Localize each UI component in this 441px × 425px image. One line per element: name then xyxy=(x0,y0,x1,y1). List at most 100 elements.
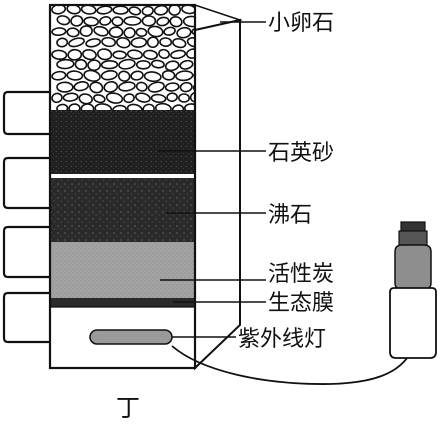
pebble xyxy=(100,69,118,81)
pebble xyxy=(70,15,84,27)
side-pipe-4 xyxy=(2,291,50,344)
pebble xyxy=(169,16,183,28)
pebble xyxy=(56,15,71,26)
pebble xyxy=(170,49,187,60)
pebble xyxy=(150,59,165,69)
pebble xyxy=(99,16,112,26)
bottle-cap-band xyxy=(398,230,428,246)
pebble xyxy=(83,16,100,27)
pebble xyxy=(141,5,154,17)
pebble xyxy=(79,25,93,37)
pebble xyxy=(168,5,181,16)
quartz-sand-layer xyxy=(50,110,195,174)
pebble xyxy=(182,15,195,28)
pebble xyxy=(89,81,104,94)
pebble xyxy=(130,70,144,81)
pebble xyxy=(101,36,117,48)
pebble xyxy=(112,104,127,110)
pebble xyxy=(51,5,67,15)
pebble xyxy=(178,93,190,103)
pebble xyxy=(175,70,194,82)
pebble xyxy=(159,37,173,48)
pebble xyxy=(78,93,93,105)
pebble xyxy=(164,60,180,72)
pebble xyxy=(146,36,160,49)
pebble xyxy=(128,6,142,16)
power-cord xyxy=(171,345,413,385)
membrane-layer xyxy=(50,298,195,307)
pebble xyxy=(66,5,81,15)
pebble xyxy=(142,49,158,60)
pebble xyxy=(56,81,74,93)
pebble xyxy=(176,26,192,39)
pebble xyxy=(179,81,193,93)
pebble xyxy=(161,69,176,81)
pebble xyxy=(154,102,172,110)
label-uv-lamp: 紫外线灯 xyxy=(238,327,326,352)
pebble xyxy=(83,69,101,82)
pebble xyxy=(73,81,90,92)
box-side-panel xyxy=(194,18,241,371)
side-pipe-1 xyxy=(2,90,50,136)
layer-separator xyxy=(50,174,195,178)
pebble xyxy=(112,50,127,60)
pebble xyxy=(51,49,68,61)
pebble xyxy=(147,81,165,93)
pebble xyxy=(51,27,67,37)
pebble xyxy=(82,48,97,61)
pebble xyxy=(179,59,194,70)
pebble xyxy=(163,26,176,36)
pebble xyxy=(103,81,119,93)
pebble xyxy=(112,5,129,15)
pebble xyxy=(96,5,113,15)
label-membrane: 生态膜 xyxy=(268,291,334,316)
pebble xyxy=(147,25,164,38)
pebble xyxy=(117,70,131,82)
pebble xyxy=(172,37,187,49)
pebble xyxy=(56,103,69,110)
pebble xyxy=(56,58,75,70)
pebble xyxy=(74,58,88,71)
pebble xyxy=(164,82,180,92)
pebble xyxy=(118,58,136,70)
pebble xyxy=(96,48,113,61)
pebble xyxy=(105,92,124,104)
pebble xyxy=(93,94,106,104)
bottle xyxy=(389,221,437,359)
box-front-outline xyxy=(48,3,197,370)
label-zeolite: 沸石 xyxy=(268,203,312,228)
label-activated-carbon: 活性炭 xyxy=(268,262,334,287)
pebble xyxy=(135,27,148,38)
zeolite-layer xyxy=(50,178,195,242)
bottle-body xyxy=(389,287,437,359)
pebble xyxy=(135,60,151,70)
pebble xyxy=(111,16,124,27)
pebble xyxy=(156,16,170,27)
pebble xyxy=(100,59,119,70)
pebble xyxy=(56,37,69,48)
pebble xyxy=(87,59,102,72)
pebble xyxy=(126,103,143,110)
pebble xyxy=(166,92,178,103)
label-pebbles: 小卵石 xyxy=(268,11,334,36)
pebble xyxy=(118,81,136,92)
pebble xyxy=(158,48,170,59)
pebble xyxy=(135,92,151,103)
side-pipe-3 xyxy=(2,225,50,279)
pebble xyxy=(66,27,80,38)
pebble xyxy=(142,103,155,110)
pebble xyxy=(123,27,136,39)
pebble xyxy=(141,15,157,27)
pebble-stones xyxy=(51,5,195,110)
bottle-shoulder xyxy=(394,244,432,290)
pebble xyxy=(126,49,143,60)
pebble xyxy=(116,37,131,49)
pebble xyxy=(66,70,84,81)
label-quartz-sand: 石英砂 xyxy=(268,141,334,166)
pebble xyxy=(192,81,195,93)
pebble xyxy=(143,71,162,83)
pebble xyxy=(123,93,135,104)
pebble xyxy=(67,48,83,61)
pebble xyxy=(171,104,185,110)
